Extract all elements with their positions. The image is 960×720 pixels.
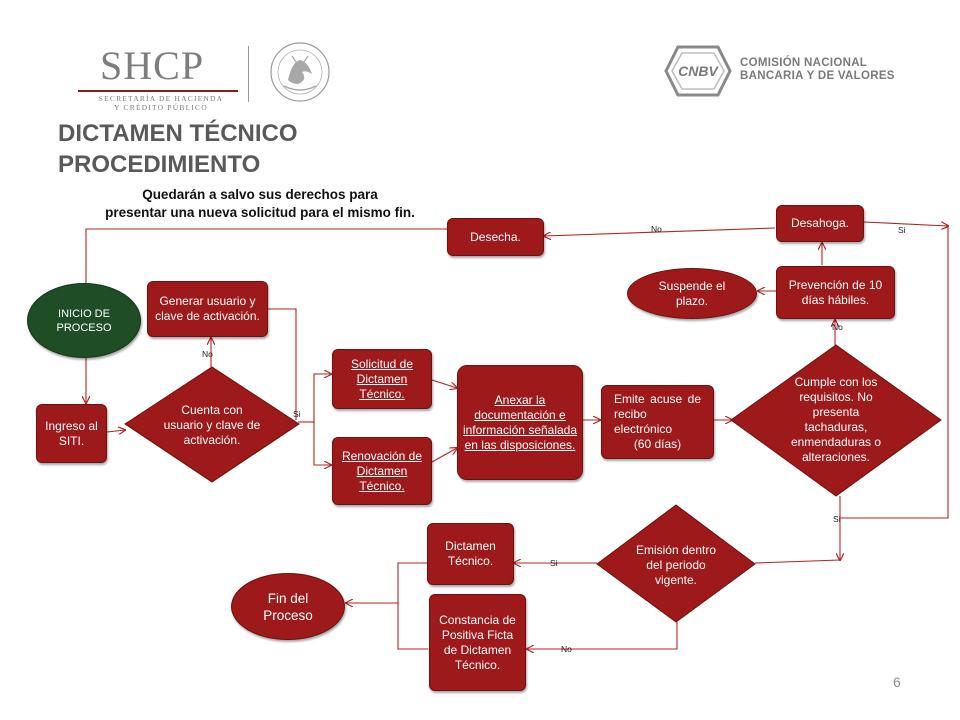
rights-note-line-1: Quedarán a salvo sus derechos para (142, 187, 378, 202)
shcp-logo-text: SHCP (100, 43, 205, 88)
cnbv-name-line-2: BANCARIA Y DE VALORES (740, 70, 895, 82)
node-dictamen-tecnico: Dictamen Técnico. (427, 523, 514, 585)
emite-days: (60 días) (633, 437, 682, 451)
connector-split-to-renovacion (313, 422, 331, 465)
node-solicitud-dictamen: Solicitud de Dictamen Técnico. (332, 349, 432, 409)
connector-solicitud-to-anexar (431, 379, 457, 388)
rights-note: Quedarán a salvo sus derechos para prese… (80, 186, 440, 222)
label-si-cuenta: Si (293, 409, 301, 419)
label-no-prevencion: No (832, 322, 843, 332)
rights-note-line-2: presentar una nueva solicitud para el mi… (105, 205, 415, 220)
shcp-logo-subtitle: SECRETARÍA DE HACIENDA Y CRÉDITO PÚBLICO (96, 94, 226, 112)
diamond-emision-shape (596, 504, 756, 623)
node-fin-proceso: Fin del Proceso (231, 573, 345, 640)
node-cuenta-usuario: Cuenta con usuario y clave de activación… (163, 402, 261, 447)
label-si-dictamen: Si (550, 558, 558, 568)
shcp-subtitle-line-1: SECRETARÍA DE HACIENDA (98, 94, 224, 103)
cnbv-logo-text: CNBV (678, 63, 719, 79)
national-seal-icon (270, 42, 330, 102)
diamond-cumple-shape (730, 344, 942, 497)
shcp-subtitle-line-2: Y CRÉDITO PÚBLICO (114, 103, 208, 112)
shcp-logo: SHCP SECRETARÍA DE HACIENDA Y CRÉDITO PÚ… (78, 42, 248, 112)
connector-ingreso-to-cuenta (106, 430, 125, 432)
connector-generar-to-cuenta (268, 308, 297, 420)
connector-rail-to-emision (754, 559, 841, 564)
connector-dictamen-to-fin (397, 562, 428, 650)
node-suspende-plazo: Suspende el plazo. (627, 268, 757, 319)
node-cumple-requisitos: Cumple con los requisitos. No presenta t… (790, 375, 882, 464)
logo-divider (248, 46, 249, 102)
node-emision-periodo: Emisión dentro del periodo vigente. (635, 542, 717, 587)
page-title-line-2: PROCEDIMIENTO (58, 151, 261, 178)
label-si-desahoga: Si (898, 225, 906, 235)
node-desahoga: Desahoga. (776, 205, 864, 242)
node-renovacion-dictamen: Renovación de Dictamen Técnico. (332, 437, 432, 505)
node-emite-acuse: Emite acuse de recibo electrónico (60 dí… (601, 385, 714, 459)
page-title-line-1: DICTAMEN TÉCNICO (58, 120, 298, 147)
connector-emision-to-constancia (527, 622, 678, 649)
node-inicio-proceso: INICIO DE PROCESO (27, 283, 141, 358)
label-no-desecha: No (651, 224, 662, 234)
label-si-cumple: Si (833, 514, 841, 524)
page-title: DICTAMEN TÉCNICO PROCEDIMIENTO (58, 118, 298, 180)
emite-text: Emite acuse de recibo electrónico (614, 392, 701, 436)
cnbv-logo-icon: CNBV (664, 45, 732, 97)
connector-desahoga-to-rail (863, 221, 948, 226)
node-ingreso-siti: Ingreso al SITI. (36, 404, 107, 463)
node-anexar-documentacion: Anexar la documentación e información se… (457, 365, 583, 480)
node-prevencion: Prevención de 10 días hábiles. (776, 266, 895, 319)
connector-renovacion-to-anexar (431, 448, 457, 463)
connector-split-to-solicitud (313, 374, 331, 422)
node-desecha: Desecha. (447, 218, 544, 256)
connector-desahoga-to-desecha (544, 227, 776, 236)
label-no-constancia: No (561, 644, 572, 654)
cnbv-name: COMISIÓN NACIONAL BANCARIA Y DE VALORES (740, 57, 895, 83)
page-number: 6 (893, 674, 901, 690)
shcp-logo-rule (78, 90, 238, 92)
connector-desecha-to-inicio (85, 228, 447, 283)
node-generar-usuario: Generar usuario y clave de activación. (147, 281, 268, 337)
node-constancia-positiva-ficta: Constancia de Positiva Ficta de Dictamen… (429, 594, 526, 691)
cnbv-name-line-1: COMISIÓN NACIONAL (740, 57, 868, 69)
label-no-generar: No (202, 349, 213, 359)
connector-right-rail (840, 226, 949, 519)
diamond-cuenta-shape (124, 366, 300, 483)
